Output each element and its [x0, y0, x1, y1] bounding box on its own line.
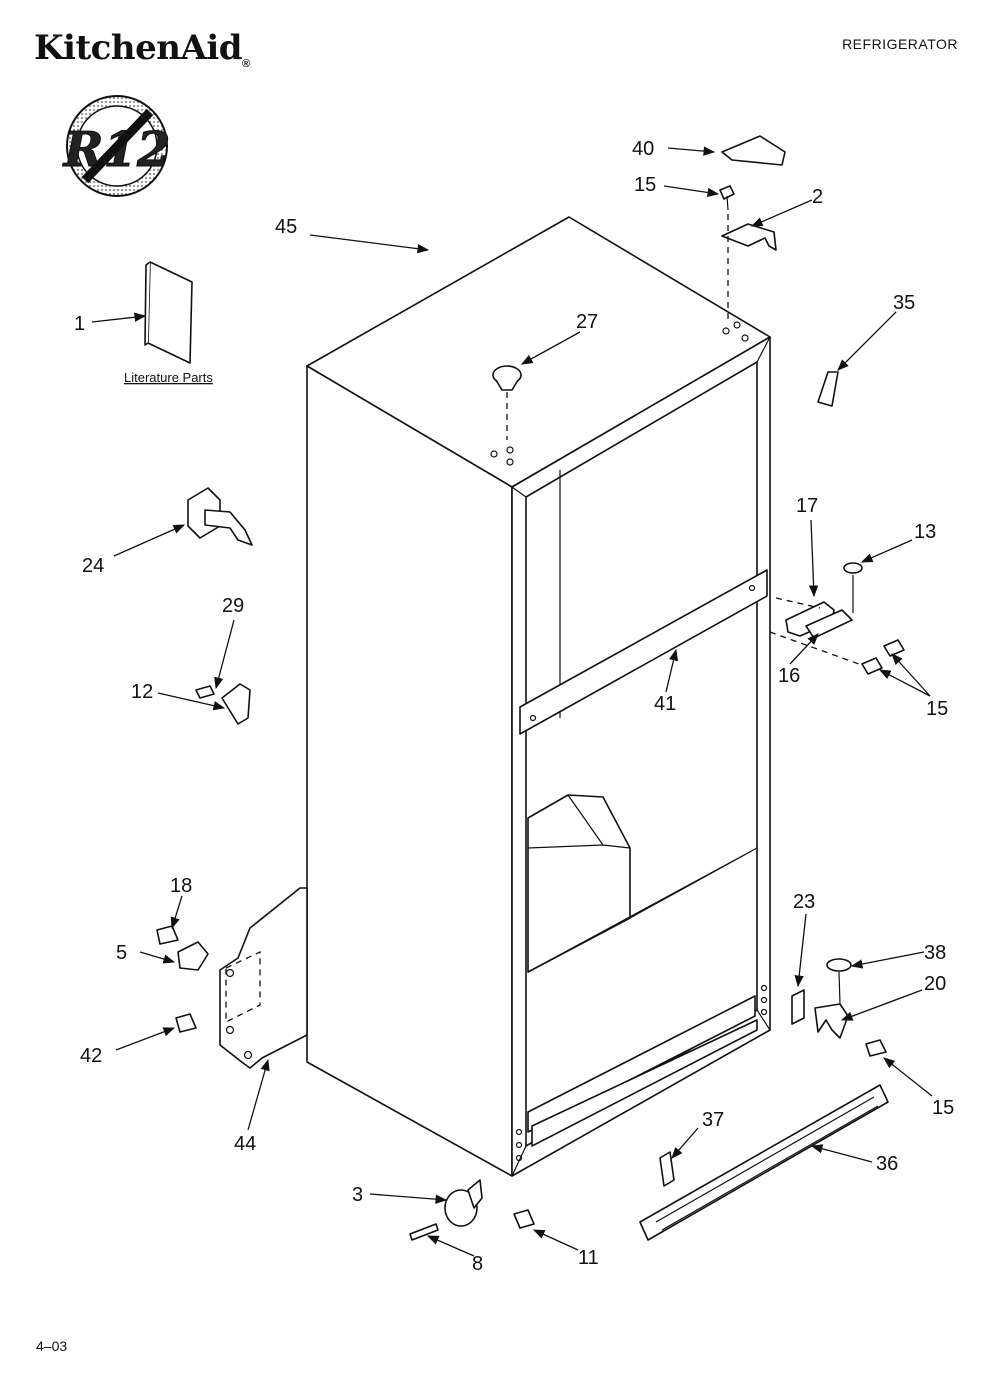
callout-37: 37 — [702, 1109, 724, 1131]
part-12-hinge-pin — [195, 683, 251, 725]
part-11-screw — [513, 1209, 535, 1229]
part-36-grille — [639, 1084, 889, 1241]
callout-42: 42 — [80, 1045, 102, 1067]
brand-name: KitchenAid — [34, 28, 243, 68]
callout-41: 41 — [654, 693, 676, 715]
brand-registered-mark: ® — [242, 57, 250, 70]
rear-access-panel — [219, 887, 308, 1069]
part-40-hinge-cover — [721, 135, 786, 166]
callout-17: 17 — [796, 495, 818, 517]
callout-38: 38 — [924, 942, 946, 964]
part-27-plug — [492, 365, 522, 440]
callout-15-bottom: 15 — [932, 1097, 954, 1119]
callout-20: 20 — [924, 973, 946, 995]
mullion-divider-bar — [519, 569, 768, 735]
callout-27: 27 — [576, 311, 598, 333]
callout-12: 12 — [131, 681, 153, 703]
leader-arrows — [91, 146, 933, 1257]
callout-44: 44 — [234, 1133, 256, 1155]
callout-3: 3 — [352, 1184, 363, 1206]
callout-23: 23 — [793, 891, 815, 913]
part-24-door-stop — [187, 487, 253, 546]
part-15-screws-center — [861, 639, 905, 675]
callout-2: 2 — [812, 186, 823, 208]
part-8-axle-pin — [409, 1223, 439, 1241]
document-code: 4–03 — [36, 1338, 68, 1354]
brand-logo: KitchenAid® — [34, 28, 250, 70]
literature-booklet — [144, 261, 193, 364]
part-5-clamp — [177, 941, 209, 971]
part-20-bottom-hinge — [814, 1003, 849, 1039]
callout-35: 35 — [893, 292, 915, 314]
callout-1: 1 — [74, 313, 85, 335]
part-16-17-center-hinge — [769, 597, 871, 669]
callout-36: 36 — [876, 1153, 898, 1175]
callout-45: 45 — [275, 216, 297, 238]
part-2-top-hinge — [721, 214, 777, 322]
callout-8: 8 — [472, 1253, 483, 1275]
callout-15-center: 15 — [926, 698, 948, 720]
literature-caption: Literature Parts — [124, 370, 213, 385]
part-37-clip — [659, 1151, 675, 1187]
part-38-washer — [826, 958, 852, 1005]
callout-15-top: 15 — [634, 174, 656, 196]
callout-5: 5 — [116, 942, 127, 964]
callout-13: 13 — [914, 521, 936, 543]
callout-18: 18 — [170, 875, 192, 897]
part-42-screw — [175, 1013, 197, 1033]
callout-29: 29 — [222, 595, 244, 617]
callout-24: 24 — [82, 555, 104, 577]
part-23-bracket — [791, 989, 805, 1025]
part-18-screw — [156, 925, 179, 945]
part-15-screw-bottom — [865, 1039, 887, 1057]
callout-labels: 1 45 40 15 2 35 27 24 29 12 17 13 16 15 … — [74, 138, 954, 1275]
refrigerator-cabinet — [306, 216, 771, 1177]
callout-16: 16 — [778, 665, 800, 687]
document-title: REFRIGERATOR — [842, 36, 958, 52]
callout-11: 11 — [578, 1247, 599, 1269]
part-15-screw-top — [719, 185, 735, 211]
no-r12-icon: R12 — [61, 95, 171, 197]
callout-40: 40 — [632, 138, 654, 160]
part-13-washer — [843, 562, 863, 613]
part-35-hinge-cap — [817, 371, 839, 407]
part-3-roller — [444, 1179, 483, 1227]
